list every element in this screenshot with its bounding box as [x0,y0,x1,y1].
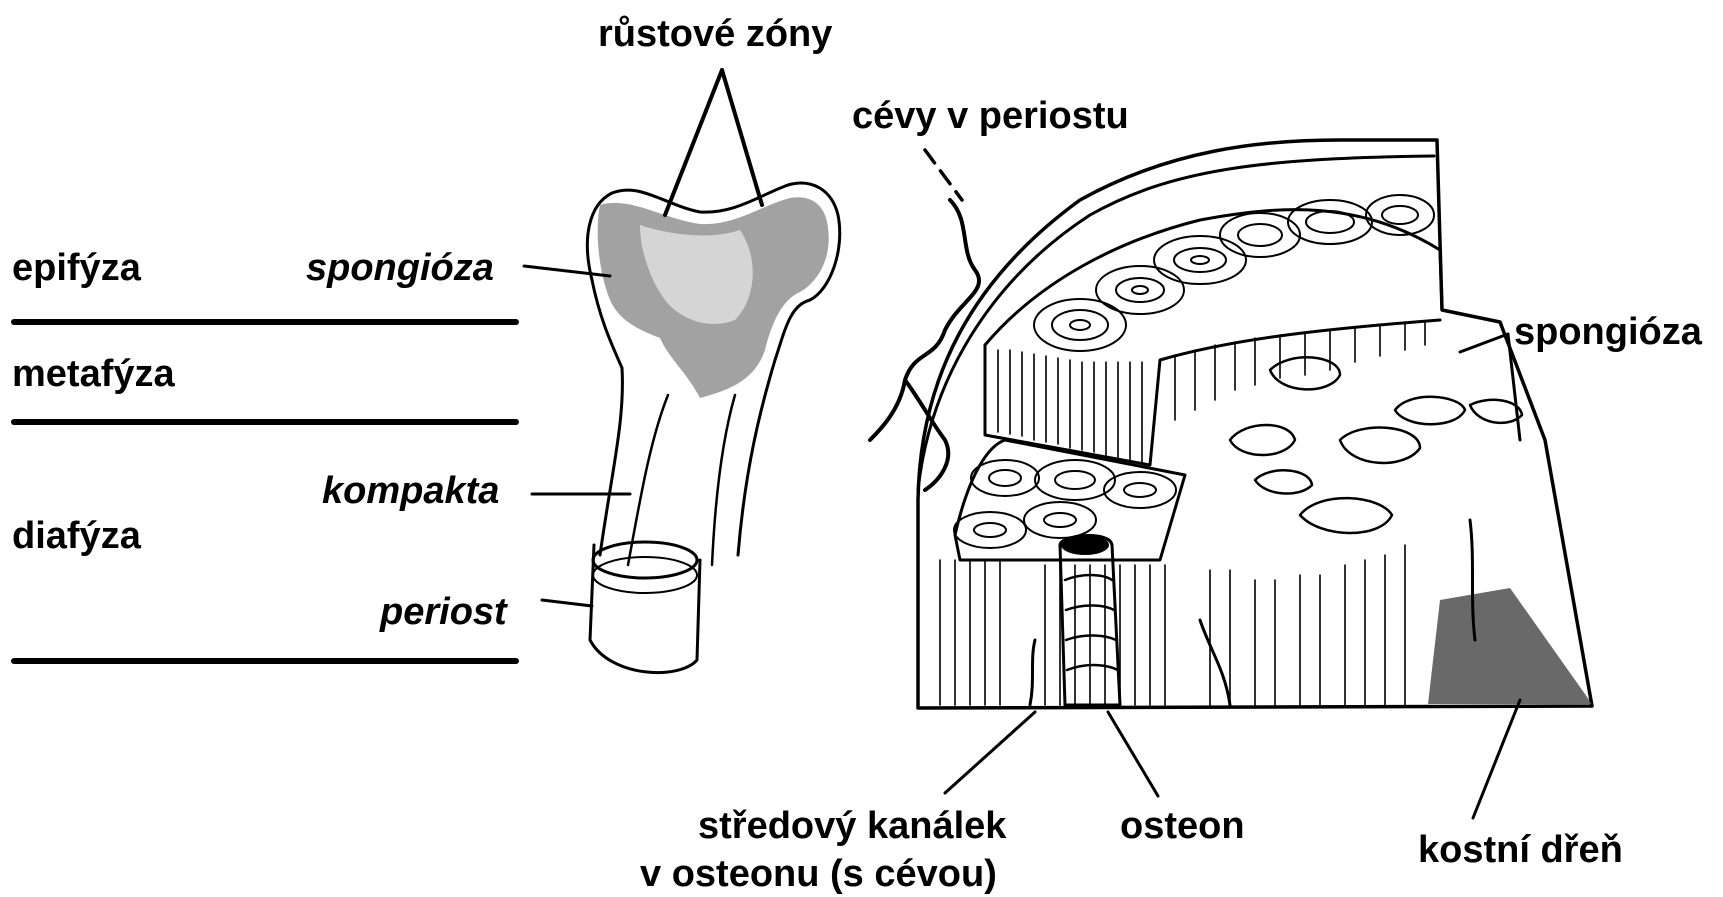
label-metafyza: metafýza [12,353,175,395]
marrow-region [1428,588,1592,704]
label-kompakta: kompakta [322,470,499,512]
long-bone-drawing [587,183,839,673]
pointer-rustove-zony-right [722,70,762,205]
label-epifyza: epifýza [12,247,142,289]
label-cevy-v-periostu: cévy v periostu [852,95,1129,137]
label-spongioza-bone: spongióza [306,247,494,289]
pointer-osteon [1108,712,1158,796]
label-osteon: osteon [1120,805,1245,847]
lamellae-hatching-upper [998,322,1425,462]
pointer-rustove-zony-left [665,70,722,215]
periost-sleeve-top [593,542,697,578]
pointer-spongioza-section-a [1460,334,1508,352]
pointer-cevy-v-periostu [925,150,962,200]
pointer-stredovy-kanalek [945,712,1035,793]
osteon-rings-top [1034,195,1434,351]
pointer-kostni-dren [1473,700,1520,818]
pointer-periost [542,600,592,606]
label-stredovy-kanalek-2: v osteonu (s cévou) [640,853,997,895]
osteon-cylinder-rings [1065,575,1118,670]
label-diafyza: diafýza [12,515,142,557]
osteon-cylinder-top [1061,535,1109,555]
pointer-spongioza-bone [524,266,610,276]
osteon-rings-lower [954,460,1176,548]
label-periost: periost [379,591,508,633]
compact-inner-right [712,395,735,565]
spongy-bone-holes [1230,357,1522,533]
label-spongioza-section: spongióza [1514,311,1703,353]
label-kostni-dren: kostní dřeň [1418,829,1623,871]
lamellae-hatching-lower [940,545,1405,705]
section-periost-band [918,156,1434,490]
label-stredovy-kanalek-1: středový kanálek [698,805,1007,847]
compact-inner-left [628,395,668,565]
periost-sleeve [590,545,700,673]
bone-section-drawing [870,140,1592,708]
label-rustove-zony: růstové zóny [598,13,832,55]
periost-sleeve-inner [593,557,697,593]
compact-front-face [985,320,1440,465]
